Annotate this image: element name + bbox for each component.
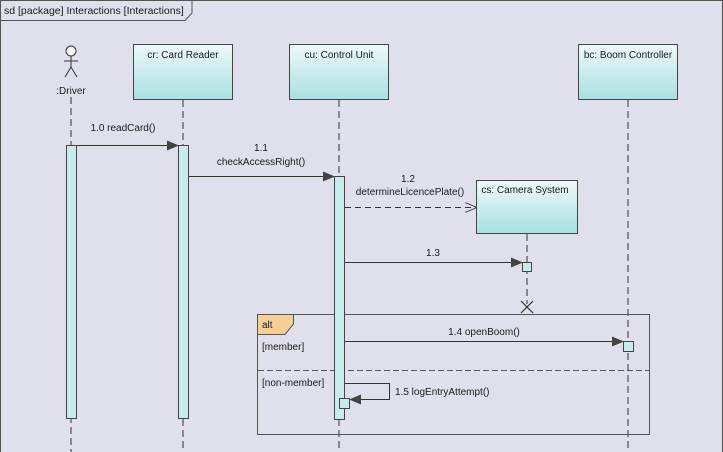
alt-fragment[interactable]: alt [member] [non-member] [257, 314, 650, 435]
frame-title: sd [package] Interactions [Interactions] [4, 5, 184, 17]
guard-member: [member] [262, 342, 304, 353]
card-reader-lifeline-box[interactable]: cr: Card Reader [133, 44, 233, 100]
message-log-entry-attempt[interactable]: 1.5 logEntryAttempt() [345, 383, 489, 405]
message-read-card[interactable]: 1.0 readCard() [77, 123, 179, 151]
message-read-card-label: 1.0 readCard() [90, 123, 155, 134]
message-check-access-number: 1.1 [254, 143, 268, 154]
guard-non-member: [non-member] [262, 378, 324, 389]
camera-system-destroy-icon [520, 300, 534, 314]
boom-controller-lifeline-box[interactable]: bc: Boom Controller [578, 44, 678, 100]
message-determine-licence-label: determineLicencePlate() [356, 187, 464, 198]
card-reader-activation[interactable] [178, 145, 189, 419]
message-1-3-label: 1.3 [426, 248, 440, 259]
control-unit-activation[interactable] [334, 176, 345, 420]
control-unit-label: cu: Control Unit [305, 50, 374, 61]
message-determine-licence-plate[interactable]: 1.2 determineLicencePlate() [345, 174, 476, 208]
message-check-access-right[interactable]: 1.1 checkAccessRight() [189, 143, 335, 182]
boom-controller-activation[interactable] [623, 341, 634, 352]
driver-label: :Driver [56, 86, 86, 97]
camera-system-lifeline-box[interactable]: cs: Camera System [476, 180, 578, 234]
card-reader-label: cr: Card Reader [147, 50, 219, 61]
driver-actor-icon[interactable] [64, 45, 78, 78]
message-open-boom[interactable]: 1.4 openBoom() [345, 327, 624, 347]
message-open-boom-label: 1.4 openBoom() [448, 327, 520, 338]
alt-operator-label: alt [262, 320, 273, 331]
camera-system-activation[interactable] [522, 262, 532, 272]
control-unit-lifeline-box[interactable]: cu: Control Unit [289, 44, 389, 100]
control-unit-self-activation[interactable] [339, 398, 350, 409]
message-check-access-label: checkAccessRight() [217, 157, 305, 168]
message-log-entry-attempt-label: 1.5 logEntryAttempt() [395, 387, 489, 398]
message-1-3[interactable]: 1.3 [345, 248, 523, 268]
boom-controller-label: bc: Boom Controller [584, 50, 673, 61]
driver-activation[interactable] [66, 145, 77, 419]
message-determine-licence-number: 1.2 [401, 174, 415, 185]
camera-system-label: cs: Camera System [481, 185, 568, 196]
